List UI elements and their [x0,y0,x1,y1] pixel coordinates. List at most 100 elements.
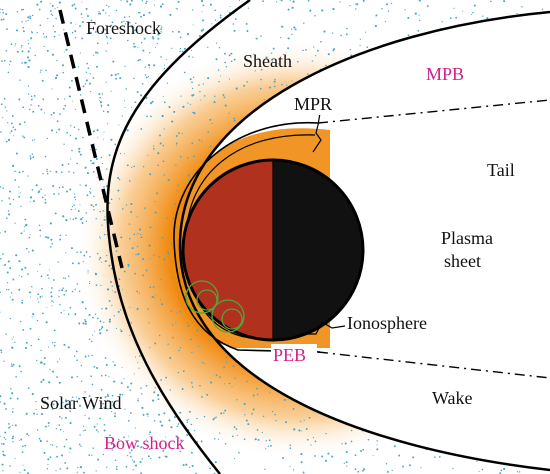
particle-dot [38,301,40,303]
particle-dot [98,258,101,261]
particle-dot [95,284,98,286]
particle-dot [193,155,196,158]
particle-dot [296,60,299,63]
particle-dot [108,264,111,267]
particle-dot [476,460,478,462]
particle-dot [102,210,104,212]
particle-dot [354,454,357,457]
particle-dot [186,434,189,437]
particle-dot [27,50,30,53]
label-foreshock: Foreshock [86,18,161,38]
particle-dot [18,123,22,126]
particle-dot [88,282,91,285]
particle-dot [20,370,22,373]
particle-dot [51,305,53,307]
particle-dot [81,17,83,19]
particle-dot [210,381,213,384]
particle-dot [106,168,108,170]
particle-dot [223,366,225,369]
particle-dot [101,93,103,95]
particle-dot [267,445,270,447]
particle-dot [55,17,57,20]
particle-dot [365,31,367,33]
particle-dot [78,322,81,325]
particle-dot [15,152,18,155]
particle-dot [224,453,226,455]
particle-dot [51,14,54,16]
particle-dot [218,46,221,49]
particle-dot [280,37,282,39]
particle-dot [101,326,104,329]
particle-dot [104,395,107,398]
particle-dot [90,375,93,378]
particle-dot [67,346,70,349]
particle-dot [137,440,140,443]
particle-dot [129,389,131,391]
particle-dot [82,322,85,325]
particle-dot [18,288,21,291]
particle-dot [39,263,41,266]
particle-dot [9,465,11,467]
particle-dot [24,218,27,221]
particle-dot [117,310,120,313]
particle-dot [79,153,82,156]
mpr-pointer [312,112,322,153]
particle-dot [93,55,95,57]
particle-dot [156,447,158,449]
particle-dot [58,187,61,189]
particle-dot [145,76,148,79]
particle-dot [5,333,7,335]
particle-dot [90,19,93,22]
particle-dot [265,440,268,442]
particle-dot [516,471,519,473]
particle-dot [35,408,37,411]
particle-dot [332,8,335,11]
particle-dot [503,467,506,470]
particle-dot [47,463,49,466]
particle-dot [291,6,294,9]
particle-dot [24,444,27,447]
particle-dot [46,173,49,175]
particle-dot [129,237,131,240]
particle-dot [81,301,84,304]
particle-dot [264,468,266,470]
particle-dot [73,193,76,195]
particle-dot [154,387,156,389]
particle-dot [70,247,73,250]
particle-dot [62,287,64,289]
particle-dot [31,189,34,191]
particle-dot [0,351,3,354]
particle-dot [4,263,7,266]
particle-dot [46,307,48,309]
particle-dot [87,355,90,357]
particle-dot [65,252,67,254]
particle-dot [40,349,42,351]
particle-dot [314,15,316,17]
particle-dot [366,46,369,49]
particle-dot [63,445,66,448]
particle-dot [157,152,160,155]
particle-dot [154,211,157,214]
particle-dot [136,308,138,311]
particle-dot [156,42,158,45]
particle-dot [161,114,164,118]
particle-dot [376,440,378,442]
particle-dot [99,237,101,239]
particle-dot [62,71,65,74]
particle-dot [146,60,148,62]
particle-dot [123,270,126,273]
particle-dot [308,416,311,419]
particle-dot [182,105,185,108]
particle-dot [393,445,396,448]
particle-dot [125,204,128,206]
particle-dot [306,73,309,75]
particle-dot [0,186,2,188]
particle-dot [238,0,240,2]
particle-dot [146,115,148,118]
particle-dot [6,282,9,284]
particle-dot [98,329,101,331]
particle-dot [414,12,417,15]
particle-dot [323,30,326,33]
particle-dot [14,179,17,181]
particle-dot [247,33,249,36]
